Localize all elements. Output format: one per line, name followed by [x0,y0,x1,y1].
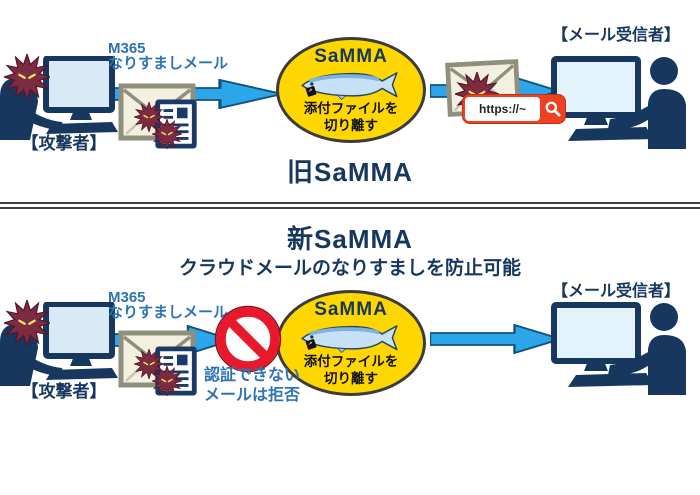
samma-desc-line2: 切り離す [324,118,378,133]
samma-name: SaMMA [314,46,388,68]
attacker-label: 【攻撃者】 [21,382,107,401]
receiver-label: 【メール受信者】 [551,283,680,300]
samma-name: SaMMA [314,299,388,321]
samma-desc-line2: 切り離す [324,371,378,386]
url-text: https://~ [465,97,540,121]
mail-type-label-line1: M365 [108,40,146,57]
samma-desc-line1: 添付ファイルを [303,354,399,370]
mail-type-label-line2: なりすましメール [108,304,229,321]
prohibition-icon [214,305,282,373]
block-reason-line1: 認証できない [203,367,300,384]
block-reason-label: 認証できない メールは拒否 [194,366,310,407]
old-samma-title: 旧SaMMA [287,157,413,187]
block-reason-line2: メールは拒否 [203,387,300,405]
url-bar: https://~ [462,94,566,124]
new-samma-title: 新SaMMA [287,224,413,254]
saury-fish-icon [290,67,412,101]
mail-type-label-line2: なりすましメール [108,55,229,72]
receiver-label: 【メール受信者】 [551,27,680,44]
samma-desc-line1: 添付ファイルを [303,101,399,117]
saury-fish-icon [290,320,412,354]
virus-star-icon [4,54,50,100]
mail-flow-arrow [430,324,562,354]
virus-star-icon [152,119,182,149]
samma-gateway-badge: SaMMA 添付ファイルを 切り離す [276,37,426,143]
mail-type-label-line1: M365 [108,289,146,306]
attacker-label: 【攻撃者】 [21,134,107,153]
receiver-computer-icon [550,299,692,395]
virus-star-icon [152,366,182,396]
section-divider [0,202,700,209]
receiver-computer-icon [550,53,692,149]
new-samma-subtitle: クラウドメールのなりすましを防止可能 [178,258,521,279]
magnifier-icon [543,99,563,119]
virus-star-icon [4,300,50,346]
